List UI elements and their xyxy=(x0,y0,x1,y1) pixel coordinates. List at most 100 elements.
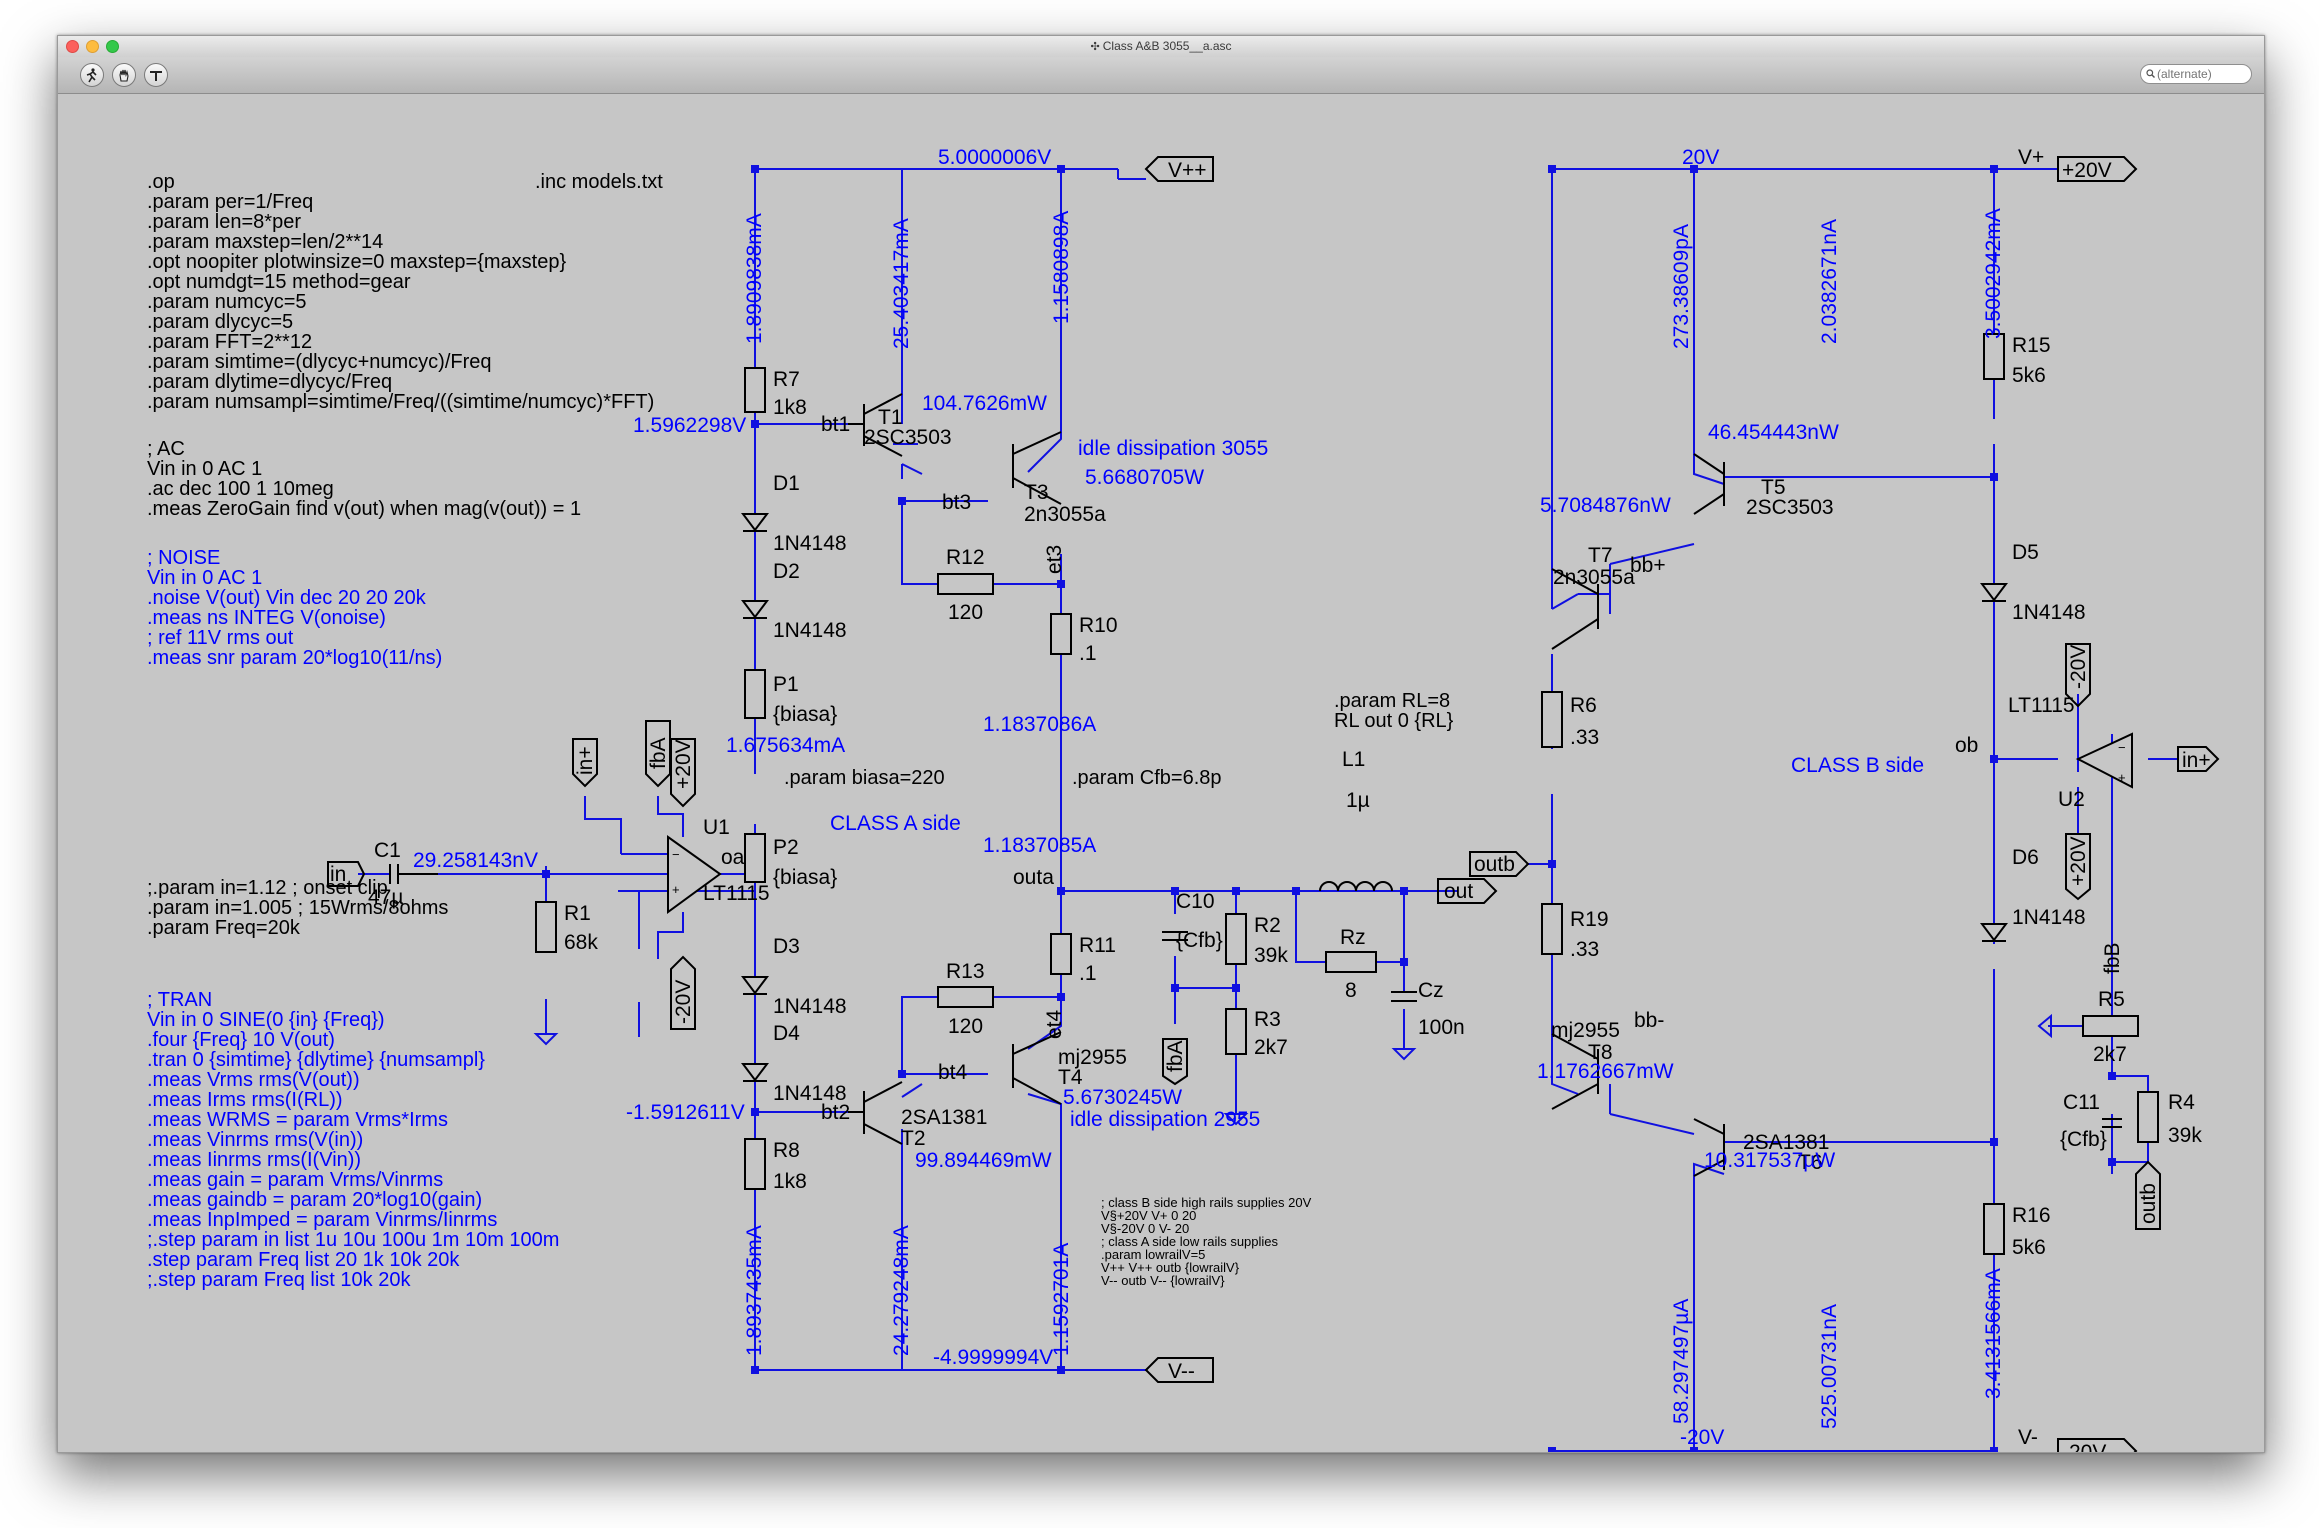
directive-line: .meas WRMS = param Vrms*Irms xyxy=(147,1109,448,1131)
net-flag-plus20v-b[interactable]: +20V xyxy=(2057,156,2138,182)
svg-text:1µ: 1µ xyxy=(1346,789,1370,812)
directive-line: .opt numdgt=15 method=gear xyxy=(147,271,411,293)
toolbar xyxy=(58,57,2264,94)
svg-text:D4: D4 xyxy=(773,1022,800,1045)
schematic-canvas[interactable]: .op .param per=1/Freq .param len=8*per .… xyxy=(58,94,2264,1452)
svg-text:{biasa}: {biasa} xyxy=(773,703,837,726)
class-a-label: CLASS A side xyxy=(830,812,961,835)
net-flag-in-plus-b[interactable]: in+ xyxy=(2177,746,2220,772)
svg-text:39k: 39k xyxy=(1254,944,1288,967)
net-flag-vpp[interactable]: V++ xyxy=(1144,156,1214,182)
voltage-readout: -1.5912611V xyxy=(626,1101,745,1124)
svg-text:R13: R13 xyxy=(946,960,985,983)
search-icon xyxy=(2146,69,2155,78)
capacitor-c10[interactable]: C10{Cfb} xyxy=(1162,890,1223,952)
junction-dots xyxy=(542,165,2116,1452)
resistor-rz[interactable]: Rz8 xyxy=(1325,926,1377,1002)
net-flag-minus20v-u2[interactable]: -20V xyxy=(2065,643,2091,708)
resistor-r10[interactable]: R10.1 xyxy=(1050,613,1118,665)
directive-line: .meas Irms rms(I(RL)) xyxy=(147,1089,343,1111)
net-flag-outb-bottom[interactable]: outb xyxy=(2135,1160,2161,1230)
rl-directive: RL out 0 {RL} xyxy=(1334,710,1454,732)
svg-text:120: 120 xyxy=(948,601,983,624)
capacitor-c11[interactable]: C11{Cfb} xyxy=(2060,1091,2122,1151)
svg-text:R16: R16 xyxy=(2012,1204,2051,1227)
svg-text:-20V: -20V xyxy=(2062,1441,2106,1452)
svg-text:100n: 100n xyxy=(1418,1016,1465,1039)
directive-line: .param dlycyc=5 xyxy=(147,311,293,333)
power-readout: 5.6730245W xyxy=(1063,1086,1182,1109)
svg-text:.1: .1 xyxy=(1079,642,1097,665)
resistor-r11[interactable]: R11.1 xyxy=(1050,933,1116,985)
net-flag-plus20v[interactable]: +20V xyxy=(670,738,696,808)
net-flag-out[interactable]: out xyxy=(1437,878,1498,904)
svg-text:R6: R6 xyxy=(1570,694,1597,717)
svg-text:2SC3503: 2SC3503 xyxy=(1746,496,1834,519)
run-button[interactable] xyxy=(80,63,104,87)
svg-text:8: 8 xyxy=(1345,979,1357,1002)
net-flag-minus20v[interactable]: -20V xyxy=(670,955,696,1030)
pan-button[interactable] xyxy=(112,63,136,87)
svg-text:T8: T8 xyxy=(1588,1041,1613,1064)
zoom-button[interactable] xyxy=(106,40,119,53)
net-flag-minus20v-b[interactable]: -20V xyxy=(2057,1438,2138,1452)
svg-text:R19: R19 xyxy=(1570,908,1609,931)
net-flag-vmm[interactable]: V-- xyxy=(1144,1357,1214,1383)
resistor-r19[interactable]: R19.33 xyxy=(1541,903,1609,961)
directive-line: .meas InpImped = param Vinrms/Iinrms xyxy=(147,1209,497,1231)
directive-line: .step param Freq list 20 1k 10k 20k xyxy=(147,1249,460,1271)
net-label-fbb: fbB xyxy=(2101,942,2124,974)
svg-text:+: + xyxy=(2118,770,2126,785)
search-input[interactable] xyxy=(2140,64,2252,84)
net-flag-fba-bottom[interactable]: fbA xyxy=(1162,1038,1188,1086)
svg-text:1N4148: 1N4148 xyxy=(773,532,847,555)
inc-directive: .inc models.txt xyxy=(535,171,663,193)
net-flag-in[interactable]: in xyxy=(327,861,366,887)
net-flag-fba[interactable]: fbA xyxy=(645,720,671,788)
net-flag-plus20v-u2[interactable]: +20V xyxy=(2065,833,2091,901)
pot-p1[interactable]: P1{biasa} xyxy=(744,669,837,726)
minimize-button[interactable] xyxy=(86,40,99,53)
net-flag-outb[interactable]: outb xyxy=(1469,851,1530,877)
net-flag-in-plus[interactable]: in+ xyxy=(572,738,598,788)
power-readout: 104.7626mW xyxy=(922,392,1047,415)
close-button[interactable] xyxy=(66,40,79,53)
svg-text:T7: T7 xyxy=(1588,544,1613,567)
pot-p2[interactable]: P2{biasa} xyxy=(744,833,837,889)
directive-line: Vin in 0 SINE(0 {in} {Freq}) xyxy=(147,1009,385,1031)
svg-text:LT1115: LT1115 xyxy=(703,882,770,905)
resistor-r6[interactable]: R6.33 xyxy=(1541,691,1599,749)
probe-button[interactable] xyxy=(144,63,168,87)
svg-text:T5: T5 xyxy=(1761,476,1786,499)
